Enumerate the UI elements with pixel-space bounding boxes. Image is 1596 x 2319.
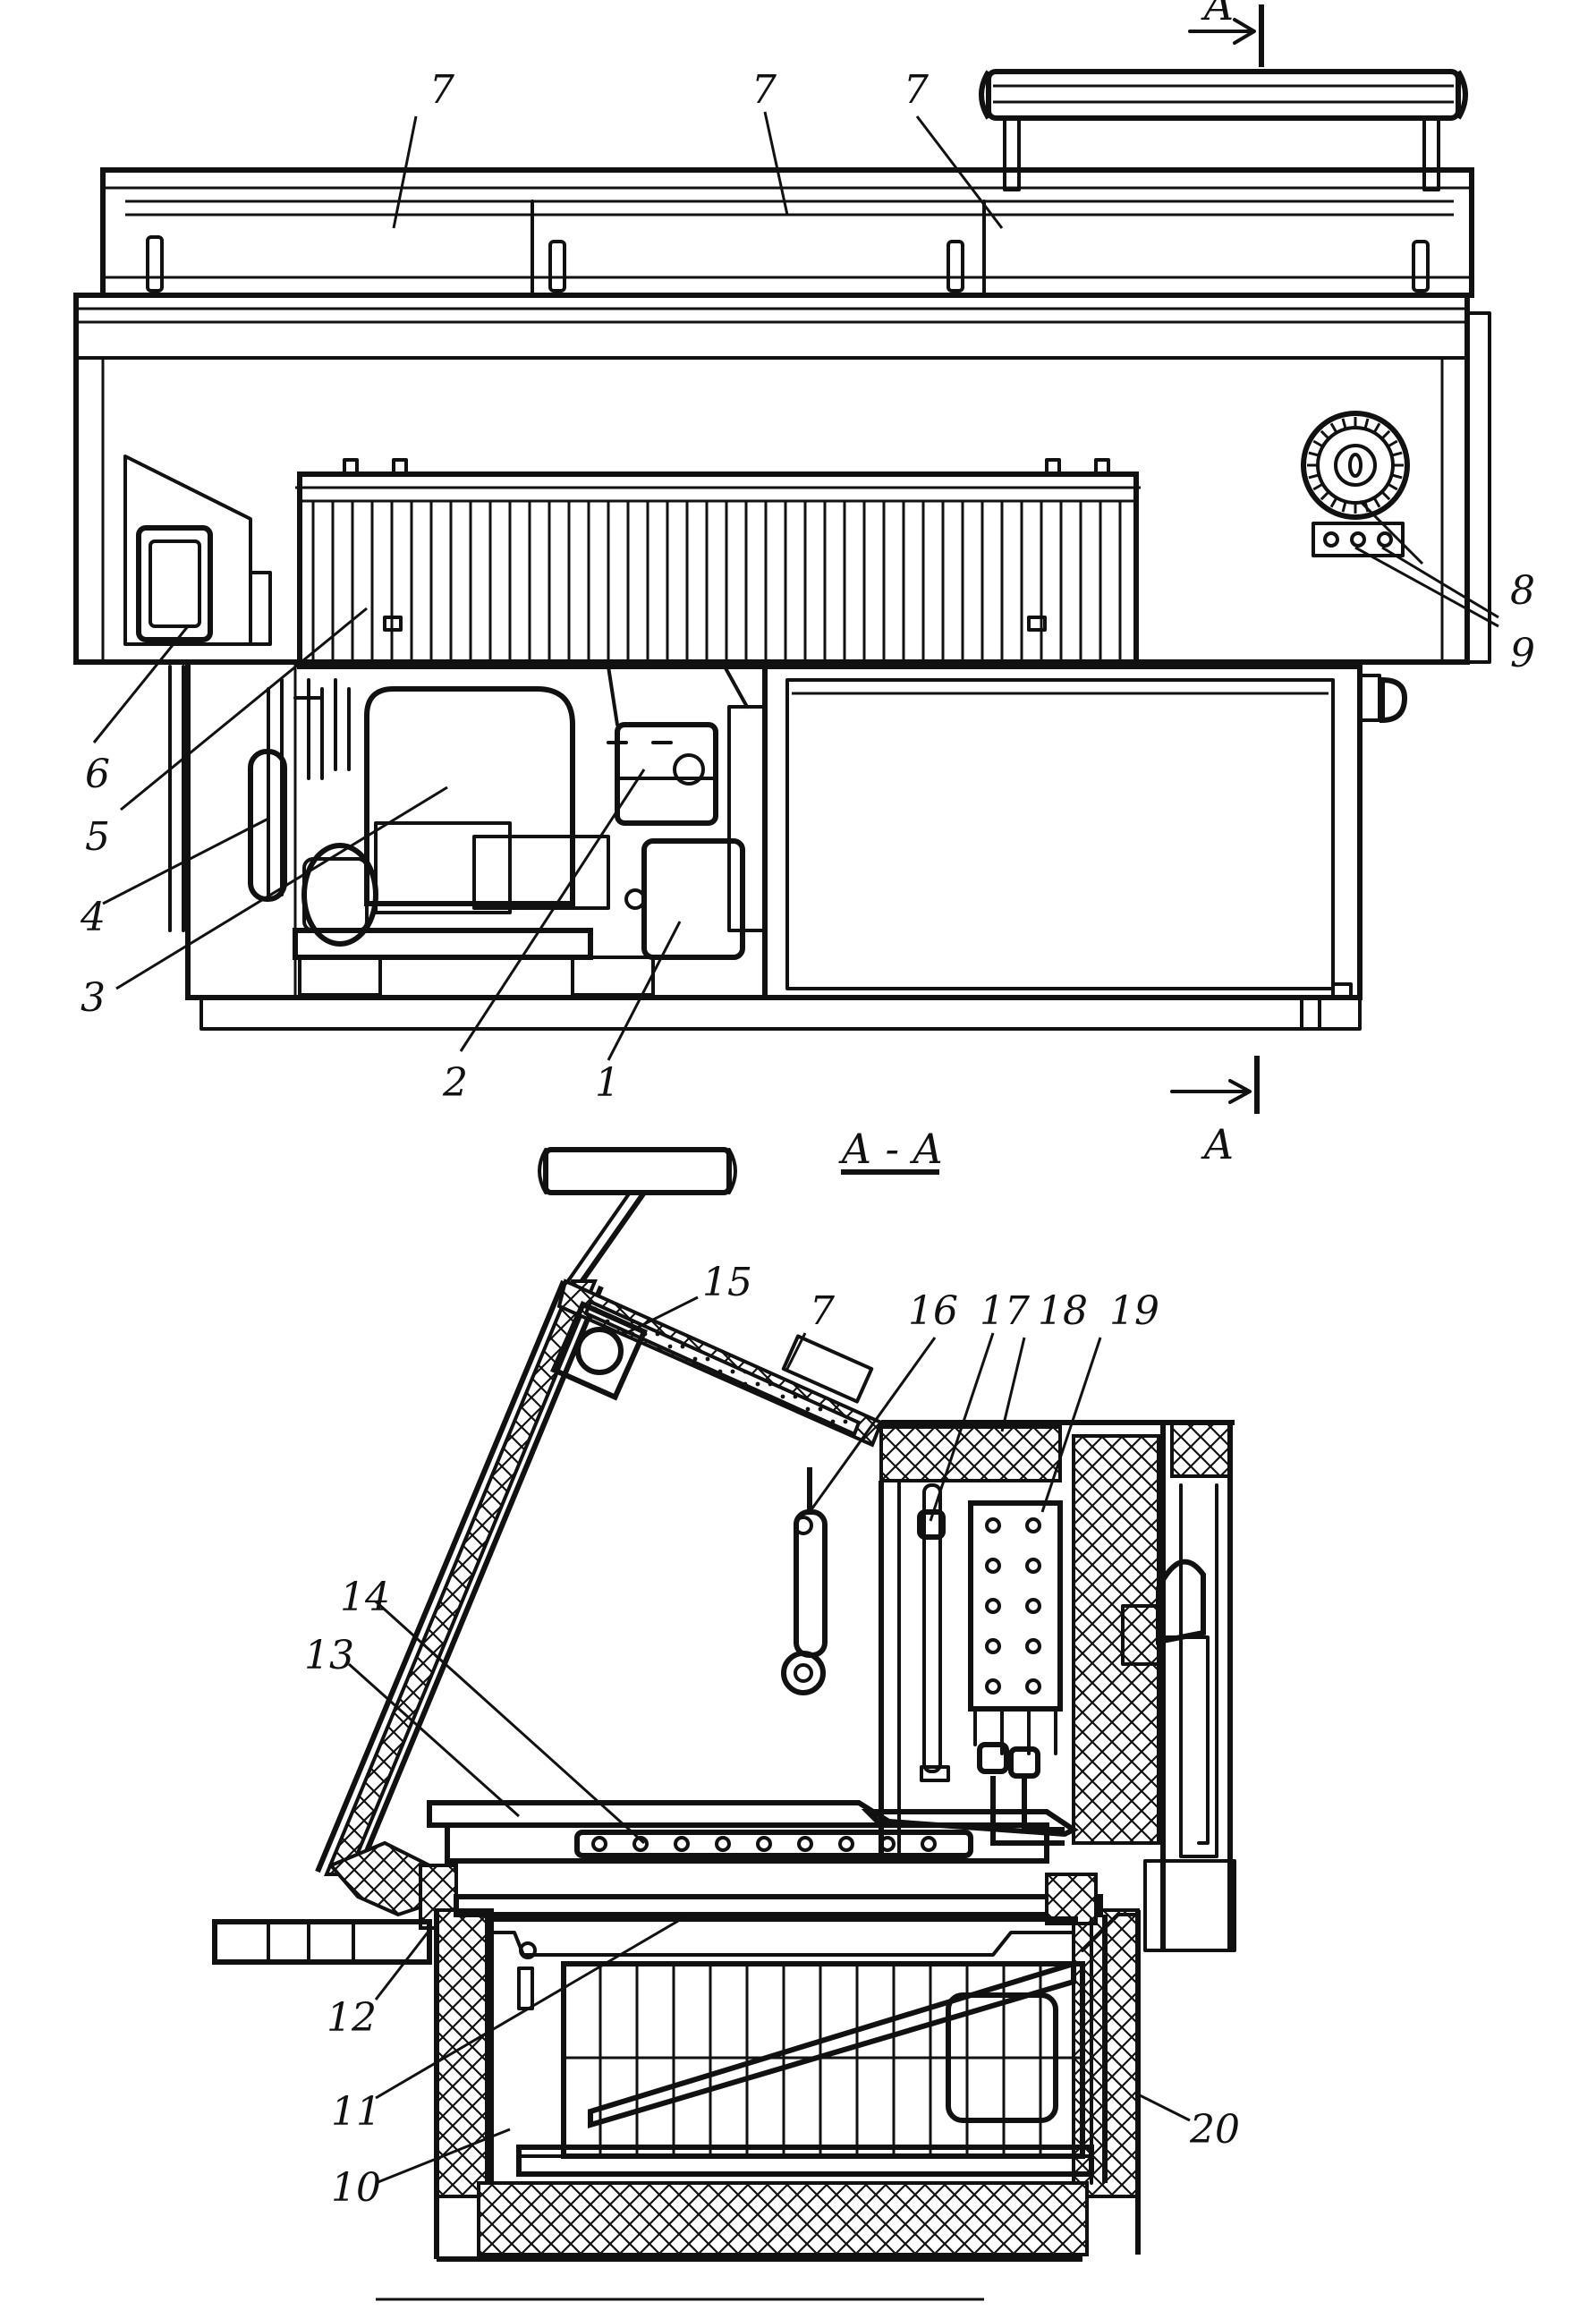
callout-15: 15 (702, 1260, 752, 1305)
rear-frame (879, 1420, 1236, 1952)
callout-9: 9 (1510, 631, 1535, 676)
callout-19: 19 (1109, 1288, 1159, 1334)
thermometer-dial (1301, 411, 1410, 520)
callout-3: 3 (81, 975, 106, 1021)
section-marker-top: А (1188, 0, 1264, 67)
indicator-lamps (1312, 522, 1405, 557)
opened-lid (538, 1147, 737, 1290)
callout-7c: 7 (904, 67, 929, 113)
lower-tank (376, 1873, 1141, 2301)
callout-5: 5 (85, 814, 110, 860)
section-marker-bottom: А (1170, 1056, 1260, 1168)
callout-7d: 7 (810, 1288, 835, 1334)
cabinet-body (73, 293, 1491, 665)
rear-canopy (979, 69, 1468, 191)
callout-20: 20 (1189, 2107, 1240, 2153)
storage-door (762, 664, 1408, 1031)
callout-6: 6 (85, 752, 110, 797)
section-title: А - А (838, 1125, 943, 1173)
sloped-lid (550, 1278, 884, 1448)
callout-2: 2 (442, 1060, 468, 1106)
section-view (212, 1147, 1236, 2301)
evaporator-plate (968, 1500, 1065, 1846)
callout-13: 13 (304, 1633, 354, 1678)
callout-10: 10 (331, 2165, 381, 2211)
callout-7a: 7 (429, 67, 454, 113)
callout-1: 1 (595, 1060, 620, 1106)
callout-11: 11 (331, 2089, 381, 2135)
front-view: А (73, 0, 1499, 1168)
display-lids (100, 167, 1474, 298)
callout-labels: 7 7 7 8 9 6 5 4 3 2 1 А - А 15 7 16 17 1… (80, 67, 1535, 2211)
display-shelf (427, 1800, 1079, 1864)
callout-18: 18 (1038, 1288, 1088, 1334)
section-marker-top-letter: А (1201, 0, 1235, 30)
callout-8: 8 (1510, 568, 1535, 614)
callout-12: 12 (327, 1995, 377, 2041)
machine-compartment (168, 659, 1321, 1031)
callout-14: 14 (340, 1575, 390, 1620)
thermometer-tube (917, 1483, 950, 1782)
callout-4: 4 (80, 895, 106, 940)
callout-7b: 7 (751, 67, 777, 113)
front-view-leaders (92, 111, 1499, 1061)
condenser-coil (295, 458, 1141, 669)
callout-16: 16 (908, 1288, 958, 1334)
section-marker-bottom-letter: А (1201, 1120, 1235, 1168)
section-view-leaders (347, 1295, 1191, 2185)
callout-17: 17 (980, 1288, 1030, 1334)
